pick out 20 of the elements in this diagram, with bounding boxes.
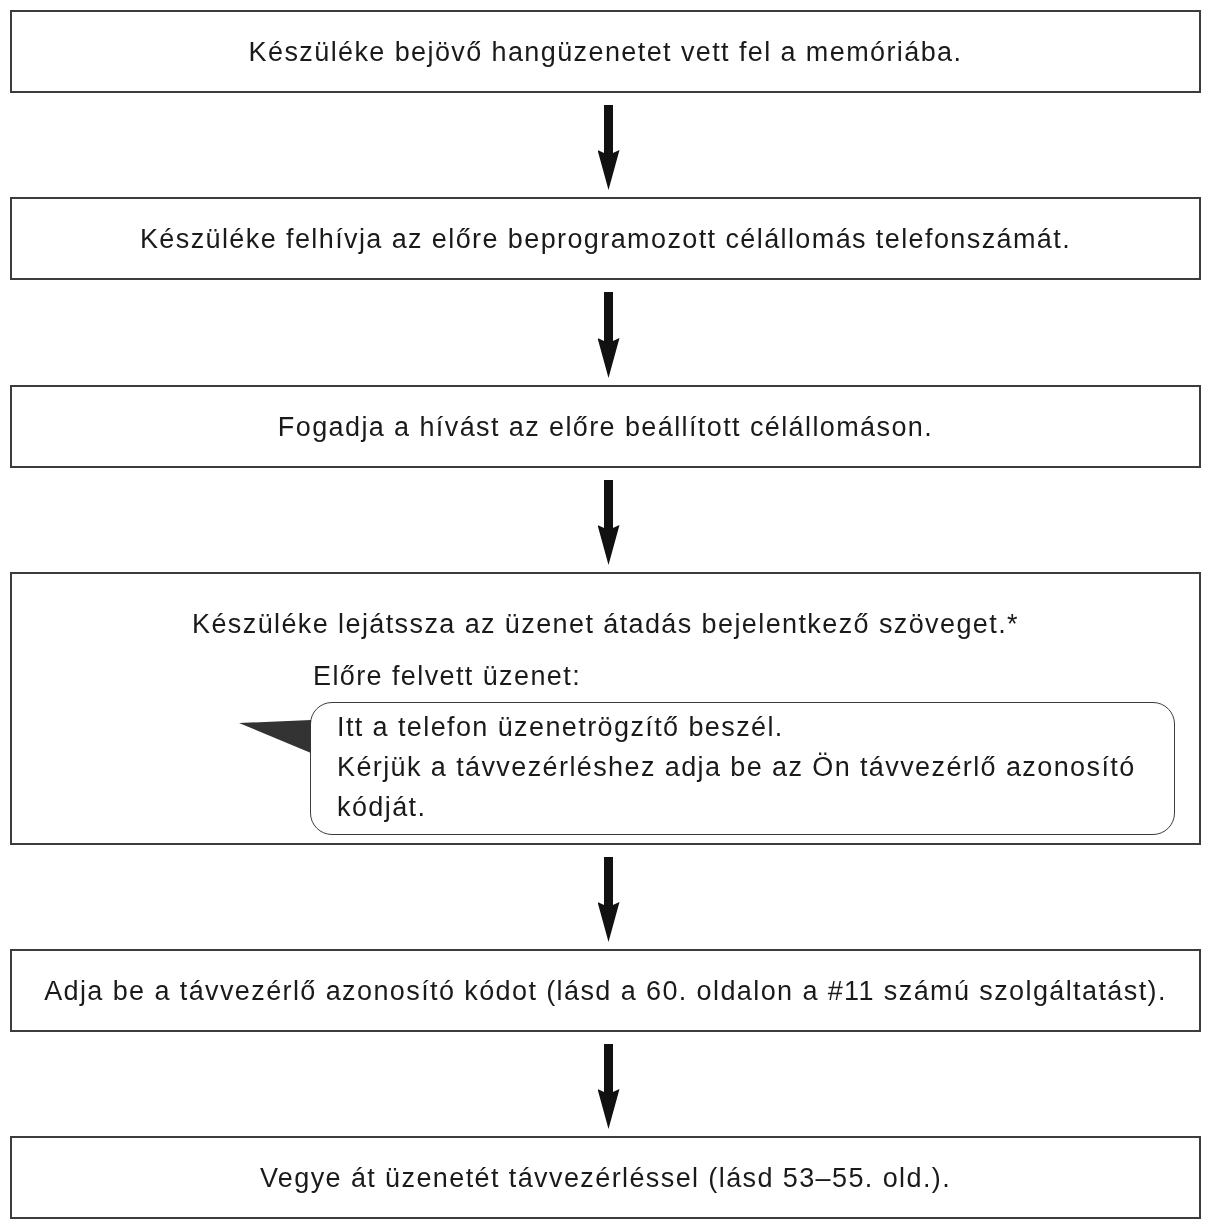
process-box xyxy=(10,1136,1201,1219)
arrow xyxy=(597,857,620,942)
step-text: Fogadja a hívást az előre beállított célállomáson. xyxy=(277,410,934,444)
arrow xyxy=(597,480,620,565)
arrow xyxy=(597,292,620,378)
arrow xyxy=(597,1044,620,1129)
process-box xyxy=(10,197,1201,280)
process-box xyxy=(10,10,1201,93)
message-text: Itt a telefon üzenetrögzítő beszél. xyxy=(337,711,785,744)
message-text: Kérjük a távvezérléshez adja be az Ön távvezérlő azonosító kódját. xyxy=(337,751,1137,824)
step-text: Vegye át üzenetét távvezérléssel (lásd 53–55. old.). xyxy=(259,1161,952,1195)
step-text: Készüléke felhívja az előre beprogramozott célállomás telefonszámát. xyxy=(139,222,1072,256)
message-caption: Előre felvett üzenet: xyxy=(313,660,582,693)
step-text: Adja be a távvezérlő azonosító kódot (lásd a 60. oldalon a #11 számú szolgáltatást). xyxy=(44,974,1167,1008)
process-box xyxy=(10,949,1201,1032)
step-text: Készüléke lejátssza az üzenet átadás bejelentkező szöveget.* xyxy=(192,608,1019,641)
arrow xyxy=(597,105,620,190)
process-box xyxy=(10,572,1201,845)
process-box xyxy=(10,385,1201,468)
step-text: Készüléke bejövő hangüzenetet vett fel a memóriába. xyxy=(248,35,963,69)
